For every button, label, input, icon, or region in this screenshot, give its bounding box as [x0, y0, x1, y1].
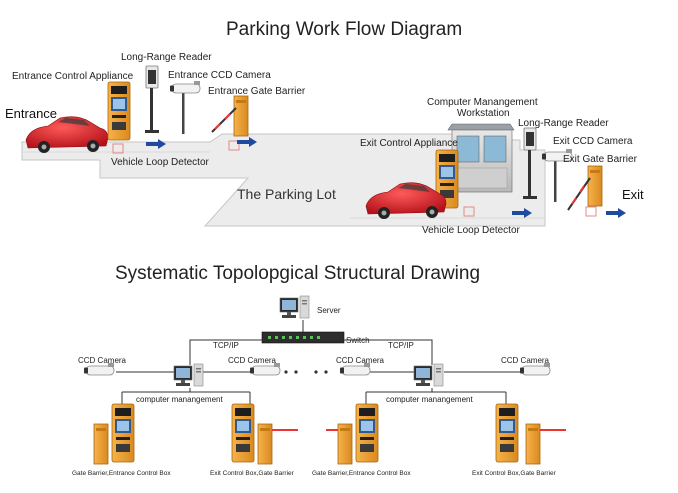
server-icon: [279, 295, 310, 319]
label-vehicle-loop-detector-exit: Vehicle Loop Detector: [422, 225, 520, 236]
label-box-2: Exit Control Box,Gate Barrier: [210, 470, 294, 477]
entrance-control-box-icon-2: [355, 403, 379, 463]
label-tcpip-left: TCP/IP: [213, 341, 239, 350]
direction-arrow-4: [606, 208, 626, 218]
entrance-control-box-icon-1: [111, 403, 135, 463]
label-tcpip-right: TCP/IP: [388, 341, 414, 350]
loop-detector-entry: [112, 143, 124, 154]
box-group-3: [326, 403, 379, 465]
label-entrance: Entrance: [5, 106, 58, 121]
entrance-ccd-camera-icon: [169, 80, 201, 134]
exit-control-box-icon-2: [495, 403, 519, 463]
gate-barrier-icon-4: [525, 423, 541, 465]
label-computer-mgmt-right: computer manangement: [386, 395, 473, 404]
long-range-reader-entry-icon: [145, 65, 159, 133]
label-computer-mgmt-left: computer manangement: [136, 395, 223, 404]
label-parking-lot: The Parking Lot: [237, 186, 336, 202]
label-ccd-camera-2: CCD Camera: [228, 356, 277, 365]
loop-detector-exit-2: [585, 206, 597, 217]
computer-management-workstation-icon: [447, 123, 515, 193]
label-switch: Switch: [346, 336, 370, 345]
label-vehicle-loop-detector-entry: Vehicle Loop Detector: [111, 157, 209, 168]
label-long-range-reader-entry: Long-Range Reader: [121, 52, 212, 63]
label-exit: Exit: [622, 187, 644, 202]
computer-management-right-icon: [413, 363, 444, 387]
box-group-4: [495, 403, 566, 465]
computer-management-left-icon: [173, 363, 204, 387]
label-box-3: Gate Barrier,Entrance Control Box: [312, 470, 411, 477]
entrance-control-appliance-icon: [107, 81, 131, 141]
gate-barrier-icon-3: [337, 423, 353, 465]
label-entrance-control-appliance: Entrance Control Appliance: [12, 71, 134, 82]
topology-title: Systematic Topolopgical Structural Drawi…: [115, 263, 481, 284]
entrance-car-icon: [25, 116, 109, 153]
gate-barrier-icon-1: [93, 423, 109, 465]
exit-ccd-camera-icon: [541, 148, 573, 202]
label-box-1: Gate Barrier,Entrance Control Box: [72, 470, 171, 477]
entrance-gate-barrier-icon: [211, 95, 249, 137]
label-exit-gate-barrier: Exit Gate Barrier: [563, 154, 637, 165]
workflow-title: Parking Work Flow Diagram: [226, 19, 463, 40]
box-group-1: [93, 403, 135, 465]
gate-barrier-icon-2: [257, 423, 273, 465]
label-computer-management-1: Computer Manangement: [427, 97, 538, 108]
exit-control-box-icon-1: [231, 403, 255, 463]
ellipsis-dots: [284, 370, 328, 374]
long-range-reader-exit-icon: [523, 127, 537, 199]
label-computer-management-2: Workstation: [457, 108, 510, 119]
label-entrance-gate-barrier: Entrance Gate Barrier: [208, 86, 306, 97]
network-lines: [116, 320, 520, 404]
label-ccd-camera-1: CCD Camera: [78, 356, 127, 365]
label-server: Server: [317, 306, 341, 315]
switch-icon: [261, 331, 345, 344]
label-exit-control-appliance: Exit Control Appliance: [360, 138, 458, 149]
label-ccd-camera-3: CCD Camera: [336, 356, 385, 365]
label-long-range-reader-exit: Long-Range Reader: [518, 118, 609, 129]
loop-detector-entry-2: [228, 140, 240, 151]
exit-car-icon: [365, 182, 447, 219]
loop-detector-exit: [463, 206, 475, 217]
label-exit-ccd-camera: Exit CCD Camera: [553, 136, 633, 147]
exit-gate-barrier-icon: [567, 165, 603, 211]
label-entrance-ccd-camera: Entrance CCD Camera: [168, 70, 271, 81]
label-box-4: Exit Control Box,Gate Barrier: [472, 470, 556, 477]
label-ccd-camera-4: CCD Camera: [501, 356, 550, 365]
box-group-2: [231, 403, 298, 465]
